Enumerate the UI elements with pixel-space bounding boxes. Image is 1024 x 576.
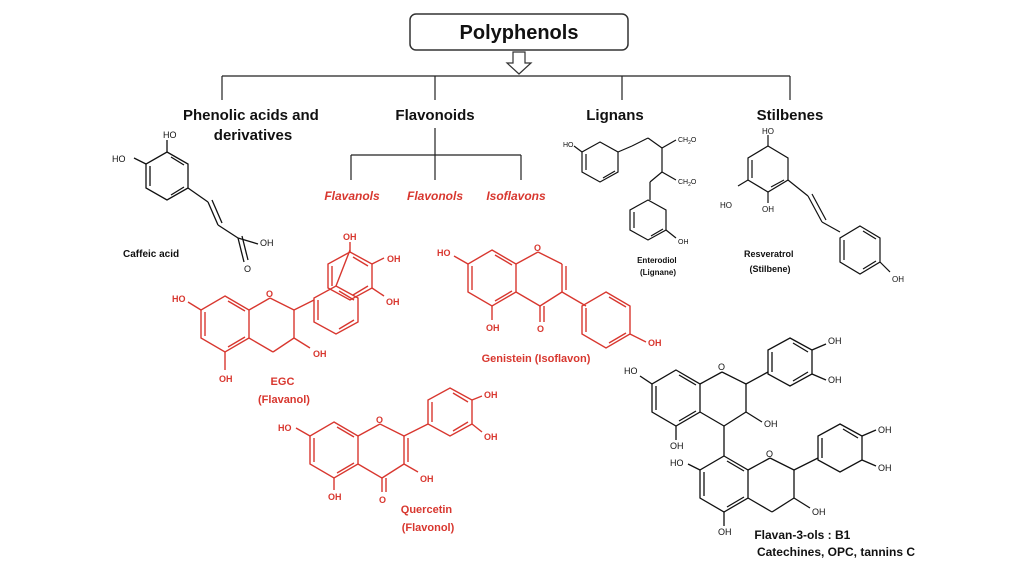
class-phenolic-acids: Phenolic acids and derivatives <box>183 107 323 144</box>
atom-oh: OH <box>313 349 327 359</box>
procyanidin-b1-atoms: HO O OH OH OH OH HO O OH OH OH OH <box>624 336 892 537</box>
atom-oh: OH <box>486 323 500 333</box>
atom-o: O <box>244 264 251 274</box>
genistein-structure <box>453 249 647 349</box>
atom-oh: OH <box>648 338 662 348</box>
atom-oh: OH <box>328 492 342 502</box>
atom-ho: HO <box>437 248 451 258</box>
atom-oh: OH <box>260 238 274 248</box>
egc-structure <box>187 249 359 370</box>
enterodiol-structure <box>573 137 677 241</box>
atom-ch2o-ch: CH <box>678 137 688 144</box>
atom-ch2o: CH2O <box>678 179 697 188</box>
atom-oh: OH <box>718 527 732 537</box>
atom-ho: HO <box>563 142 574 149</box>
atom-oh: OH <box>484 390 498 400</box>
atom-o: O <box>379 495 386 505</box>
procyanidin-b1-structure <box>639 337 877 526</box>
title: Polyphenols <box>460 22 579 44</box>
atom-oh: OH <box>828 375 842 385</box>
atom-o: O <box>766 449 773 459</box>
quercetin-label-line2: (Flavonol) <box>402 522 455 534</box>
enterodiol-label: Enterodiol (Lignane) <box>637 256 679 277</box>
atom-oh: OH <box>219 374 233 384</box>
atom-oh: OH <box>484 432 498 442</box>
atom-ch2o-sub: 2 <box>688 140 691 146</box>
quercetin-structure <box>295 387 483 492</box>
class-phenolic-acids-line2: derivatives <box>214 127 292 144</box>
atom-o: O <box>534 243 541 253</box>
caffeic-acid-atoms: HO HO OH O <box>112 130 274 274</box>
atom-ho: HO <box>670 458 684 468</box>
atom-ch2o-sub: 2 <box>688 182 691 188</box>
atom-oh: OH <box>892 275 904 284</box>
down-arrow-icon <box>505 51 533 75</box>
subclass-flavonols: Flavonols <box>407 189 463 203</box>
procyanidin-b1-label-line1: Flavan-3-ols : B1 <box>754 528 850 542</box>
atom-o: O <box>266 289 273 299</box>
atom-oh: OH <box>828 336 842 346</box>
atom-ch2o-o: O <box>691 179 697 186</box>
atom-oh: OH <box>764 419 778 429</box>
class-phenolic-acids-line1: Phenolic acids and <box>183 107 319 124</box>
egc-atoms: OH OH OH HO O OH OH <box>172 232 401 384</box>
atom-ch2o-o: O <box>691 137 697 144</box>
enterodiol-atoms: HO CH2O CH2O OH <box>563 137 697 246</box>
atom-ho: HO <box>624 366 638 376</box>
egc-label-line1: EGC <box>271 376 295 388</box>
atom-oh: OH <box>878 463 892 473</box>
egc-ring-b <box>327 242 385 301</box>
atom-ho: HO <box>278 423 292 433</box>
atom-ho: HO <box>172 294 186 304</box>
subclass-isoflavons: Isoflavons <box>486 189 546 203</box>
class-flavonoids: Flavonoids <box>395 107 474 124</box>
genistein-atoms: HO O OH O OH <box>437 243 662 348</box>
atom-oh: OH <box>387 254 401 264</box>
procyanidin-b1-label-line2: Catechines, OPC, tannins C <box>757 545 915 559</box>
atom-oh: OH <box>678 239 689 246</box>
atom-oh: OH <box>812 507 826 517</box>
subclass-flavanols: Flavanols <box>324 189 380 203</box>
quercetin-atoms: HO O OH OH OH OH O <box>278 390 498 505</box>
atom-ho: HO <box>720 201 732 210</box>
genistein-label: Genistein (Isoflavon) <box>482 353 591 365</box>
enterodiol-label-line1: Enterodiol <box>637 256 677 265</box>
tree-connectors <box>221 75 791 180</box>
class-stilbenes: Stilbenes <box>757 107 824 124</box>
atom-ch2o-ch: CH <box>678 179 688 186</box>
atom-ho: HO <box>762 127 774 136</box>
resveratrol-atoms: HO HO OH OH <box>720 127 904 284</box>
atom-oh: OH <box>386 297 400 307</box>
caffeic-acid-label: Caffeic acid <box>123 249 179 260</box>
atom-oh: OH <box>343 232 357 242</box>
quercetin-label-line1: Quercetin <box>401 504 453 516</box>
resveratrol-structure <box>737 135 891 275</box>
atom-o: O <box>376 415 383 425</box>
class-lignans: Lignans <box>586 107 644 124</box>
atom-oh: OH <box>420 474 434 484</box>
quercetin-label: Quercetin (Flavonol) <box>401 504 455 534</box>
atom-oh: HO <box>163 130 177 140</box>
resveratrol-label-line2: (Stilbene) <box>749 264 790 274</box>
atom-ch2o: CH2O <box>678 137 697 146</box>
resveratrol-label: Resveratrol (Stilbene) <box>744 249 796 274</box>
egc-label: EGC (Flavanol) <box>258 376 310 406</box>
atom-oh: OH <box>878 425 892 435</box>
title-box <box>409 13 629 51</box>
atom-o: O <box>718 362 725 372</box>
atom-oh: OH <box>670 441 684 451</box>
resveratrol-label-line1: Resveratrol <box>744 249 794 259</box>
procyanidin-b1-label: Flavan-3-ols : B1 Catechines, OPC, tanni… <box>754 528 915 559</box>
atom-ho: HO <box>112 154 126 164</box>
atom-oh: OH <box>762 205 774 214</box>
enterodiol-label-line2: (Lignane) <box>640 268 676 277</box>
caffeic-acid-structure <box>133 140 259 263</box>
egc-label-line2: (Flavanol) <box>258 394 310 406</box>
atom-o: O <box>537 324 544 334</box>
